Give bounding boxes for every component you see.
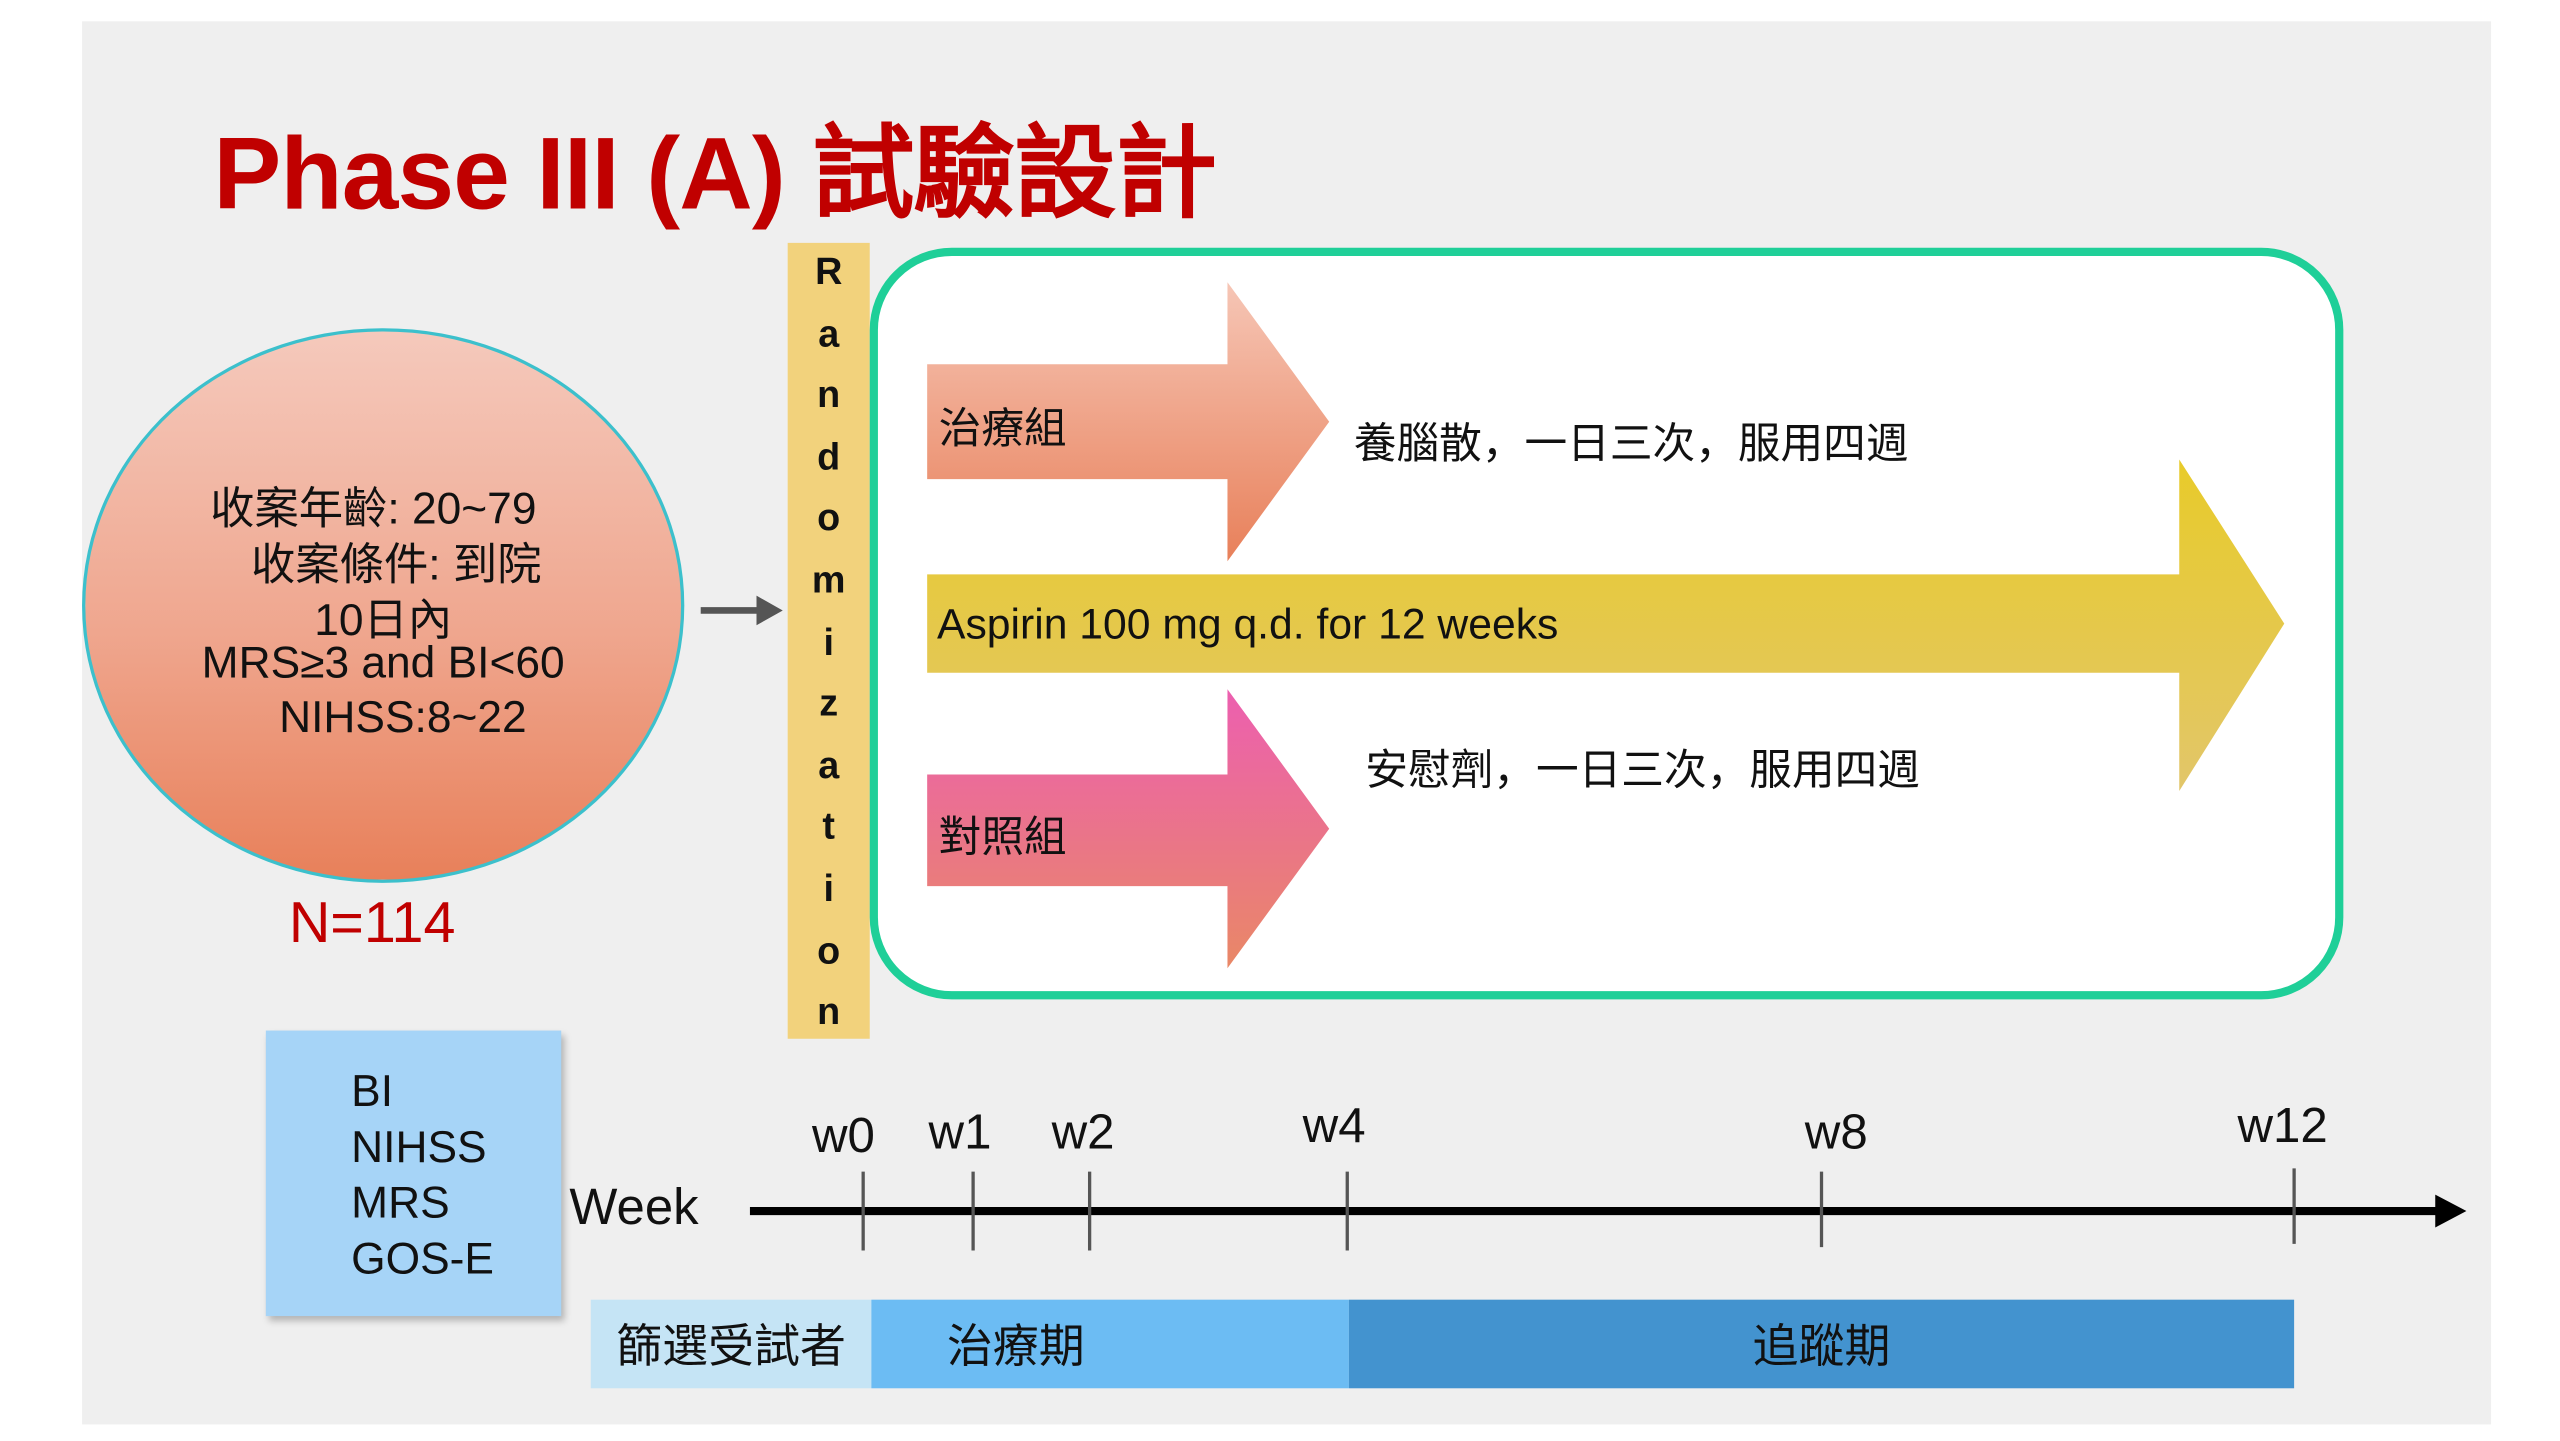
randomization-letter: i bbox=[823, 619, 834, 663]
criteria-line: MRS≥3 and BI<60 bbox=[201, 638, 565, 688]
aspirin-label: Aspirin 100 mg q.d. for 12 weeks bbox=[937, 598, 1559, 649]
randomization-letter: n bbox=[817, 372, 841, 416]
control-group-label: 對照組 bbox=[938, 812, 1067, 862]
randomization-letter: R bbox=[815, 249, 843, 293]
tick-label: w8 bbox=[1804, 1106, 1868, 1161]
inclusion-criteria-circle: 收案年齡: 20~79 收案條件: 到院 10日內 MRS≥3 and BI<6… bbox=[82, 328, 685, 883]
outcome-measures-box: BI NIHSS MRS GOS-E bbox=[265, 1030, 562, 1317]
measure: GOS-E bbox=[351, 1234, 494, 1284]
randomization-letter: a bbox=[818, 743, 840, 786]
criteria-line: 10日內 bbox=[314, 595, 453, 645]
sample-size: N=114 bbox=[288, 891, 456, 956]
randomization-letter: o bbox=[817, 928, 841, 971]
randomization-letter: z bbox=[819, 681, 839, 724]
week-axis-label: Week bbox=[569, 1178, 699, 1236]
tick-label: w12 bbox=[2237, 1099, 2328, 1154]
tick-label: w4 bbox=[1302, 1099, 1366, 1154]
criteria-line: NIHSS:8~22 bbox=[279, 692, 527, 742]
randomization-letter: d bbox=[817, 434, 841, 478]
control-arrow bbox=[927, 689, 1330, 969]
randomization-letter: m bbox=[811, 557, 846, 601]
randomization-letter: i bbox=[823, 866, 834, 910]
randomization-letter: n bbox=[817, 989, 841, 1033]
measure: MRS bbox=[351, 1178, 450, 1228]
treatment-group-label: 治療組 bbox=[938, 403, 1067, 453]
tick-label: w1 bbox=[928, 1106, 992, 1161]
phase-treatment: 治療期 bbox=[871, 1299, 1349, 1389]
treatment-arrow bbox=[927, 282, 1330, 562]
arrowhead-icon bbox=[2435, 1194, 2467, 1228]
criteria-line: 收案條件: 到院 bbox=[251, 539, 542, 590]
randomization-letter: o bbox=[817, 496, 841, 539]
measure: BI bbox=[351, 1066, 394, 1116]
phase-followup: 追蹤期 bbox=[1348, 1299, 2295, 1389]
randomization-letter: a bbox=[818, 311, 840, 354]
randomization-letter: t bbox=[822, 804, 835, 848]
arrow-right-icon bbox=[700, 595, 783, 626]
control-description: 安慰劑，一日三次，服用四週 bbox=[1365, 745, 1920, 795]
aspirin-arrow bbox=[927, 459, 2285, 791]
tick-label: w2 bbox=[1051, 1106, 1115, 1161]
measure: NIHSS bbox=[351, 1122, 487, 1172]
slide-title: Phase III (A) 試驗設計 bbox=[213, 118, 1217, 232]
phase-screening: 篩選受試者 bbox=[590, 1299, 872, 1389]
tick-label: w0 bbox=[812, 1109, 875, 1164]
treatment-description: 養腦散，一日三次，服用四週 bbox=[1353, 418, 1909, 468]
criteria-line: 收案年齡: 20~79 bbox=[210, 484, 537, 534]
